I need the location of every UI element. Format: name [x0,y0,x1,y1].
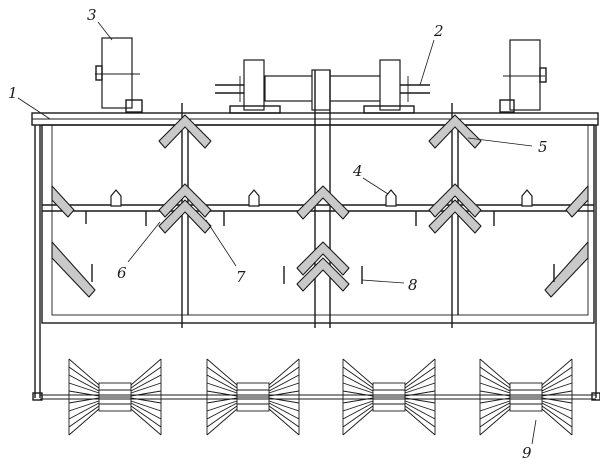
rolls [68,358,573,436]
leader-lines [17,21,537,445]
callout-5: 5 [538,138,548,156]
motor-left [95,37,143,113]
side-posts [32,125,600,401]
callout-4: 4 [352,162,363,180]
drive-shaft [215,59,430,114]
callout-9: 9 [522,444,532,462]
callout-6: 6 [117,264,127,282]
motor-right [499,39,547,113]
callouts: 1 2 3 4 5 6 7 8 9 [8,6,548,462]
callout-7: 7 [236,268,246,286]
blades [51,114,589,298]
callout-3: 3 [87,6,97,24]
callout-8: 8 [408,276,418,294]
hanging-knives [85,189,555,284]
callout-2: 2 [433,22,444,40]
callout-1: 1 [8,84,18,102]
